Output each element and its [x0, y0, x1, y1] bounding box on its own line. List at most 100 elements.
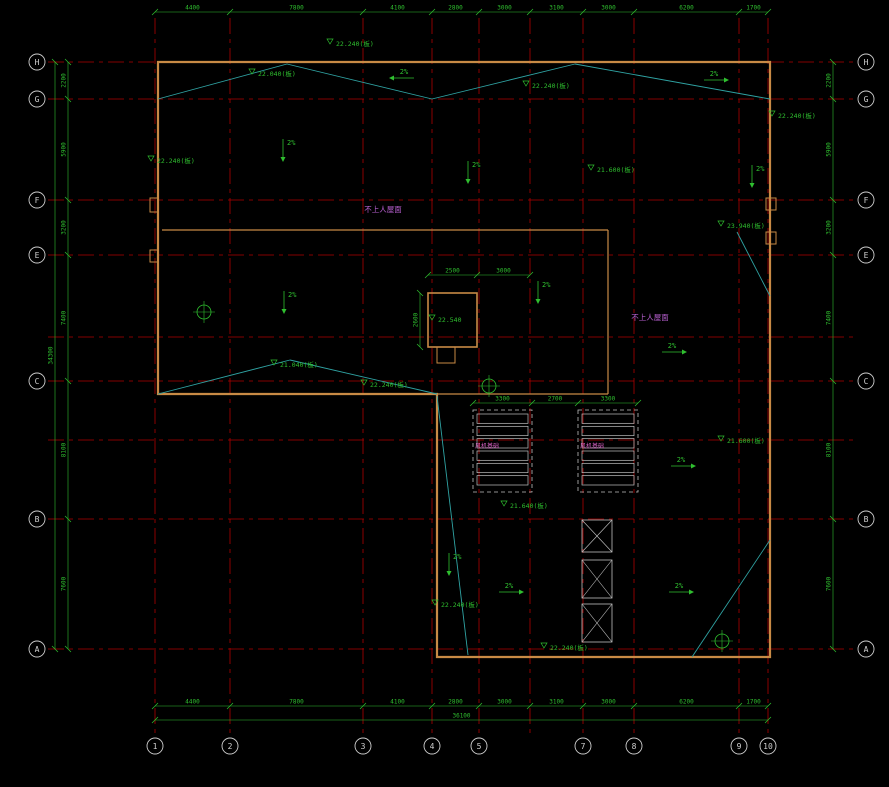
- grid-bubble: [857, 372, 875, 390]
- dim-tick: [829, 95, 837, 103]
- roof-type-label: 不上人屋面: [364, 205, 402, 214]
- elevation-text: 22.240(板): [441, 600, 479, 609]
- roof-ridge-line: [157, 359, 291, 395]
- building-outline: [149, 60, 777, 659]
- dim-tick: [64, 196, 72, 204]
- dim-text: 7600: [826, 576, 833, 591]
- dim-tick: [416, 343, 424, 351]
- dim-tick: [634, 399, 642, 407]
- dim-text: 7400: [61, 310, 68, 325]
- grid-bubble-label: 3: [361, 742, 366, 751]
- dim-tick: [416, 289, 424, 297]
- roof-ridge-lines: [157, 63, 771, 658]
- grid-bubble-label: B: [864, 515, 869, 524]
- equipment-label: 风机基础: [580, 442, 604, 450]
- elevation-mark-triangle: [717, 435, 725, 442]
- dim-text: 1700: [746, 5, 761, 12]
- hatch-bar: [476, 450, 529, 461]
- hatch-bar: [581, 450, 635, 461]
- grid-bubble: [28, 372, 46, 390]
- grid-bubble-label: F: [864, 196, 869, 205]
- wall-notch: [149, 197, 159, 213]
- dim-tick: [359, 8, 367, 16]
- dim-tick: [829, 645, 837, 653]
- dim-tick: [526, 702, 534, 710]
- dim-tick: [829, 515, 837, 523]
- slope-label: 2%: [675, 582, 684, 590]
- dim-tick: [829, 58, 837, 66]
- hatch-bar: [581, 425, 635, 437]
- dim-tick: [579, 8, 587, 16]
- elevation-mark-triangle: [768, 110, 776, 117]
- roof-ridge-line: [691, 539, 771, 658]
- dim-text: 5900: [826, 142, 833, 157]
- dim-tick: [475, 8, 483, 16]
- grid-bubble: [28, 246, 46, 264]
- dim-tick: [64, 515, 72, 523]
- slope-arrow-head: [749, 183, 755, 188]
- shaft-box: [581, 603, 613, 643]
- exterior-wall-outline: [156, 60, 772, 659]
- grid-bubble-label: 8: [632, 742, 637, 751]
- wall-notch: [765, 197, 777, 211]
- slope-arrow-head: [465, 179, 471, 184]
- grid-bubble-label: E: [35, 251, 40, 260]
- grid-bubble: [857, 246, 875, 264]
- grid-bubble: [730, 737, 748, 755]
- grid-bubble: [857, 191, 875, 209]
- hatch-bar: [476, 475, 529, 486]
- elevation-text: 22.240(板): [778, 111, 816, 120]
- dim-text: 2800: [448, 5, 463, 12]
- dim-tick: [64, 95, 72, 103]
- elevation-mark-triangle: [540, 642, 548, 649]
- elevation-mark-triangle: [428, 314, 436, 321]
- dim-text: 7800: [289, 699, 304, 706]
- structural-grid-lines: [48, 18, 856, 736]
- dim-text: 6200: [679, 5, 694, 12]
- dim-text: 4100: [390, 699, 405, 706]
- equipment-label: 风机基础: [475, 442, 499, 450]
- grid-bubble: [28, 510, 46, 528]
- dim-text: 4100: [390, 5, 405, 12]
- elevation-mark-triangle: [147, 155, 155, 162]
- dim-tick: [64, 377, 72, 385]
- hatch-group-outline: [577, 409, 639, 493]
- elevation-text: 21.040(板): [280, 360, 318, 369]
- grid-bubble-label: C: [864, 377, 869, 386]
- elevation-text: 21.640(板): [510, 501, 548, 510]
- dim-text: 2200: [826, 73, 833, 88]
- elevation-text: 21.600(板): [597, 165, 635, 174]
- grid-bubble-label: 1: [153, 742, 158, 751]
- grid-bubble: [857, 90, 875, 108]
- dim-tick: [151, 716, 159, 724]
- dim-tick: [764, 716, 772, 724]
- elevation-mark-triangle: [717, 220, 725, 227]
- dim-text: 4400: [185, 5, 200, 12]
- roof-ridge-line: [286, 63, 433, 100]
- elevation-text: 22.240(板): [550, 643, 588, 652]
- grid-bubble-label: H: [864, 58, 869, 67]
- dim-text: 2200: [61, 73, 68, 88]
- slope-label: 2%: [677, 456, 686, 464]
- hatch-bar: [581, 438, 635, 449]
- roof-type-label: 不上人屋面: [631, 313, 669, 322]
- dim-tick: [630, 8, 638, 16]
- dim-text: 2700: [548, 396, 563, 403]
- grid-bubble: [146, 737, 164, 755]
- roof-ridge-line: [431, 63, 576, 100]
- elevation-text: 22.540: [438, 316, 462, 324]
- slope-arrow-head: [389, 75, 394, 81]
- slope-arrow-head: [691, 463, 696, 469]
- grid-bubble-label: G: [864, 95, 869, 104]
- dim-tick: [64, 58, 72, 66]
- grid-bubble-label: A: [35, 645, 40, 654]
- elevation-text: 22.240(板): [532, 81, 570, 90]
- dim-text: 3000: [601, 5, 616, 12]
- dim-tick: [735, 702, 743, 710]
- dim-text: 3300: [601, 396, 616, 403]
- slope-label: 2%: [287, 139, 296, 147]
- dim-tick: [528, 399, 536, 407]
- wall-notch: [149, 249, 159, 263]
